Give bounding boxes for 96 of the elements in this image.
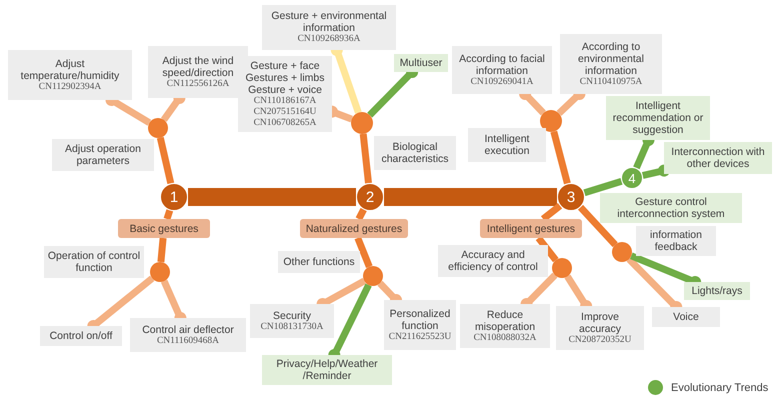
box-text: Control air deflector (142, 324, 234, 336)
patent-number: CN211625523U (388, 332, 452, 342)
trend-box (394, 54, 448, 72)
branch-line (156, 136, 174, 184)
patent-number: CN108088032A (474, 332, 536, 344)
box-text: information feedback (649, 229, 703, 253)
patent-number: CN112902394A (38, 82, 102, 92)
box-text: Privacy/Help/Weather /Reminder (275, 358, 379, 382)
trend-box (262, 355, 392, 385)
text-box (556, 306, 644, 350)
box-text: Gestures + limbs (245, 72, 325, 84)
box-text: Personalized function (388, 308, 452, 332)
text-box (652, 307, 720, 327)
text-box (238, 56, 332, 132)
trend-box (684, 282, 750, 300)
box-text: Adjust operation parameters (64, 143, 142, 167)
patent-number: CN106708265A (254, 118, 316, 128)
box-text: Multiuser (400, 57, 442, 69)
text-box (262, 5, 396, 50)
box-text: Adjust temperature/humidity (20, 58, 120, 82)
text-box (278, 251, 360, 273)
box-text: According to environmental information (577, 40, 645, 76)
box-text: Intelligent recommendation or suggestion (612, 100, 704, 136)
box-text: Lights/rays (692, 285, 742, 297)
patent-number: CN109268936A (298, 34, 360, 45)
box-text: According to facial information (458, 52, 546, 76)
text-box (250, 304, 334, 338)
text-box (52, 139, 154, 171)
text-box (452, 46, 552, 94)
box-text: Security (273, 310, 311, 322)
text-box (460, 304, 550, 348)
numbered-circle: 3 (557, 183, 585, 211)
numbered-circle: 2 (356, 183, 384, 211)
patent-number: CN110186167A (254, 96, 316, 106)
branch-line (360, 134, 372, 184)
patent-number: CN207515164U (254, 106, 316, 118)
branch-line (540, 202, 562, 222)
text-box (130, 318, 246, 352)
category-label (118, 219, 210, 238)
text-box (40, 326, 122, 346)
branch-line (354, 236, 373, 268)
box-text: Voice (673, 311, 699, 323)
box-text: Operation of control function (47, 250, 141, 274)
text-box (468, 128, 546, 162)
box-text: Control on/off (50, 330, 112, 342)
box-text: Intelligent execution (484, 133, 530, 157)
branch-line (550, 130, 571, 184)
branch-line (583, 178, 623, 196)
trunk-line (188, 188, 356, 206)
box-text: Gesture + environmental information (270, 10, 388, 34)
patent-number: CN112556126A (166, 78, 230, 90)
branch-line (642, 164, 670, 179)
box-text: Gesture control interconnection system (616, 196, 726, 220)
patent-number: CN109269041A (470, 76, 534, 88)
text-box (384, 300, 456, 350)
box-text: Biological characteristics (380, 141, 450, 165)
patent-number: CN111609468A (156, 336, 220, 346)
branch-circle (552, 258, 572, 278)
box-text: Gesture + voice (248, 84, 322, 96)
legend-text: Evolutionary Trends (671, 382, 768, 394)
box-text: Improve accuracy (578, 310, 621, 334)
branch-circle (612, 242, 632, 262)
trend-box (606, 96, 710, 140)
box-text: Basic gestures (130, 222, 198, 234)
box-text: Accuracy and efficiency of control (447, 249, 539, 273)
trend-box (664, 142, 772, 174)
patent-number: CN110410975A (580, 76, 642, 88)
numbered-circle: 4 (621, 167, 643, 189)
branch-line (164, 209, 174, 220)
patent-number: CN208720352U (568, 334, 632, 346)
text-box (560, 34, 662, 94)
box-text: Interconnection with other devices (670, 146, 766, 170)
text-box (636, 226, 716, 256)
branch-line (578, 204, 618, 248)
branch-line (356, 208, 367, 221)
trunk-line (384, 188, 557, 206)
box-text: Gesture + face (250, 60, 320, 72)
box-text: Naturalized gestures (306, 222, 402, 234)
text-box (148, 46, 248, 98)
trend-box (600, 193, 742, 223)
numbered-circle: 1 (160, 183, 188, 211)
branch-circle (363, 266, 383, 286)
text-box (8, 50, 132, 100)
box-text: Other functions (283, 256, 355, 268)
branch-line (536, 236, 559, 262)
branch-circle (351, 112, 373, 134)
text-box (438, 245, 548, 277)
patent-number: CN108131730A (260, 322, 324, 332)
branch-line (157, 238, 167, 262)
box-text: Reduce misoperation (474, 308, 536, 332)
box-text: Adjust the wind speed/direction (161, 54, 235, 78)
branch-circle (150, 262, 170, 282)
category-label (480, 219, 582, 238)
branch-circle (148, 118, 168, 138)
box-text: Intelligent gestures (486, 222, 576, 234)
category-label (300, 219, 408, 238)
